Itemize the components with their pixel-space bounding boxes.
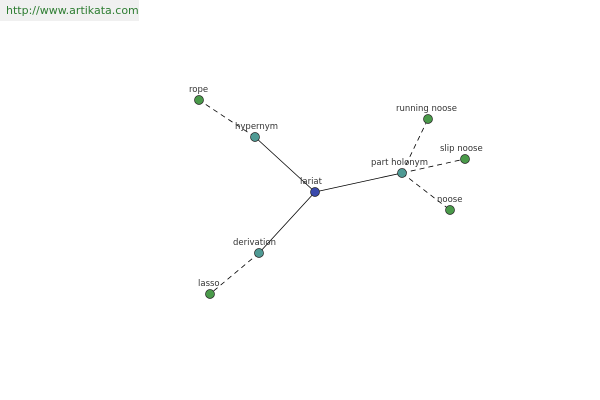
node-noose[interactable] [445, 205, 455, 215]
node-hypernym[interactable] [250, 132, 260, 142]
node-lasso[interactable] [205, 289, 215, 299]
node-rope[interactable] [194, 95, 204, 105]
node-label-lariat[interactable]: lariat [300, 177, 323, 187]
node-label-part-holonym[interactable]: part holonym [371, 158, 428, 168]
url-banner: http://www.artikata.com [0, 0, 139, 21]
edge-hypernym-to-rope [198, 99, 256, 138]
node-derivation[interactable] [254, 248, 264, 258]
edges-layer [198, 99, 466, 295]
edge-lariat-to-hypernym [254, 136, 316, 193]
node-label-derivation[interactable]: derivation [233, 238, 276, 248]
edge-part-holonym-to-slip-noose [401, 158, 466, 174]
site-url-link[interactable]: http://www.artikata.com [6, 4, 139, 17]
edge-part-holonym-to-running-noose [401, 118, 429, 174]
node-slip-noose[interactable] [460, 154, 470, 164]
edge-derivation-to-lasso [209, 252, 260, 295]
node-label-hypernym[interactable]: hypernym [235, 122, 278, 132]
nodes-layer [194, 95, 470, 299]
labels-layer: lariat hypernym rope derivation lasso part ho… [189, 85, 483, 289]
node-label-slip-noose[interactable]: slip noose [440, 144, 483, 154]
edge-part-holonym-to-noose [401, 172, 451, 211]
node-lariat[interactable] [310, 187, 320, 197]
node-part-holonym[interactable] [397, 168, 407, 178]
edge-lariat-to-derivation [258, 191, 316, 254]
node-label-lasso[interactable]: lasso [198, 279, 220, 289]
edge-lariat-to-part-holonym [314, 172, 403, 193]
node-label-noose[interactable]: noose [437, 195, 462, 205]
node-running-noose[interactable] [423, 114, 433, 124]
node-label-rope[interactable]: rope [189, 85, 208, 95]
node-label-running-noose[interactable]: running noose [396, 104, 457, 114]
